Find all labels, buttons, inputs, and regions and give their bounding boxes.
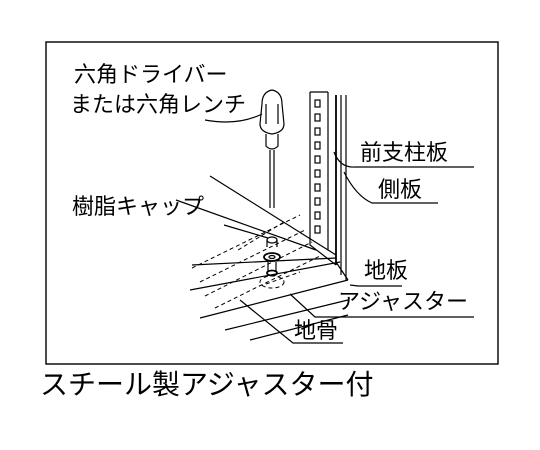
floor-panel-label: 地板 — [364, 259, 408, 284]
leader-lines — [204, 113, 474, 344]
resin-cap-label: 樹脂キャップ — [72, 195, 204, 220]
frame-label: 地骨 — [294, 319, 338, 344]
tool-label-line2: または六角レンチ — [70, 93, 246, 118]
adjuster-label: アジャスター — [338, 290, 468, 315]
caption: スチール製アジャスター付 — [40, 368, 374, 401]
tool-label-line1: 六角ドライバー — [74, 63, 228, 88]
hex-driver-illustration — [259, 89, 285, 208]
side-panel-label: 側板 — [378, 178, 422, 203]
front-post-label: 前支柱板 — [360, 141, 448, 166]
post-slots — [314, 99, 321, 234]
adjuster-part-illustration — [263, 236, 281, 277]
floor-illustration — [175, 175, 349, 341]
